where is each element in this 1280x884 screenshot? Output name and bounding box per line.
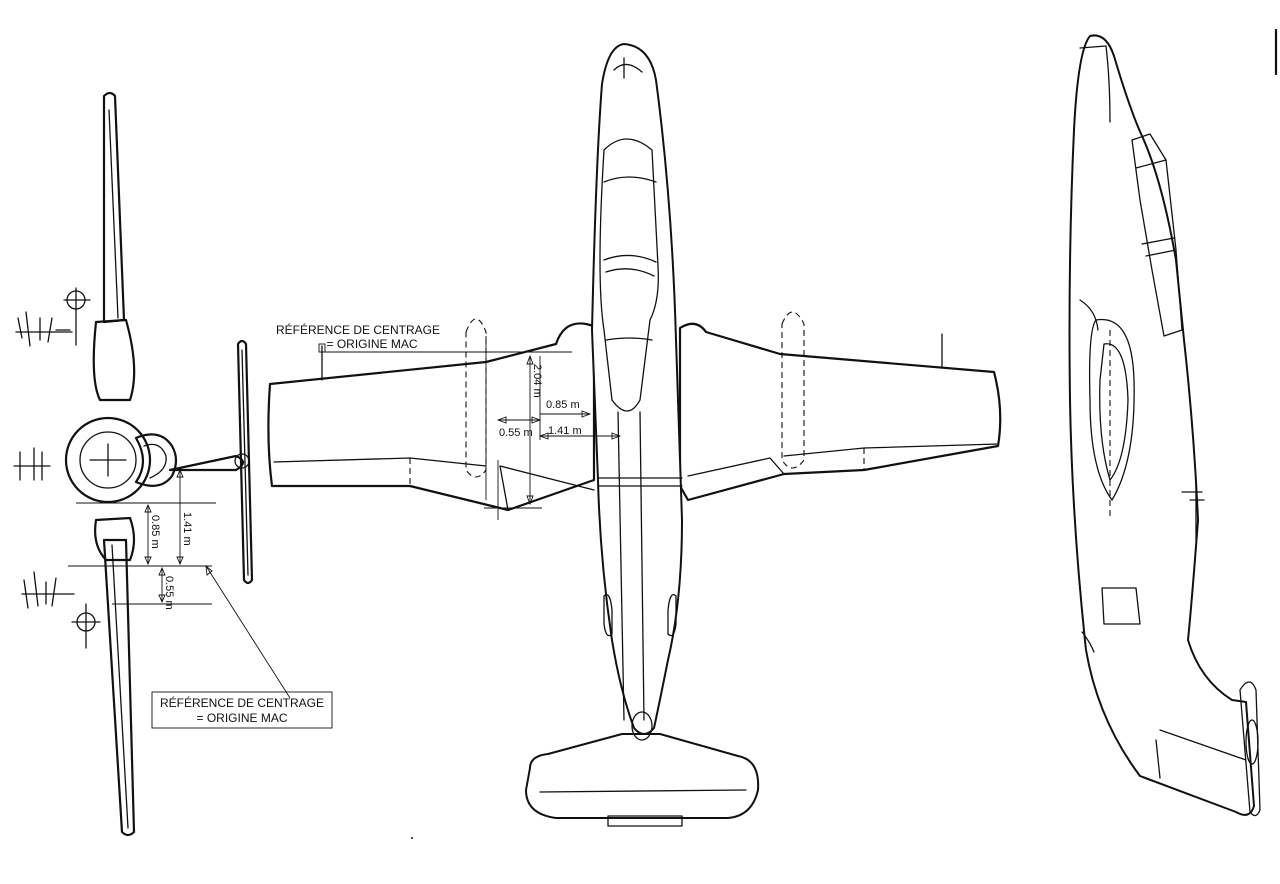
plan-dim-chord: 2.04 m bbox=[531, 364, 543, 398]
plan-view-tailplane bbox=[525, 733, 760, 819]
side-view-fin bbox=[1239, 681, 1261, 817]
centrage-callout-box: RÉFÉRENCE DE CENTRAGE = ORIGINE MAC bbox=[151, 691, 333, 729]
front-view-fin bbox=[236, 339, 254, 585]
front-view-gear-lower bbox=[21, 571, 101, 649]
plan-view-left-wing bbox=[267, 322, 596, 512]
plan-dim-055: 0.55 m bbox=[499, 427, 533, 439]
front-view: 0.85 m 1.41 m 0.55 m bbox=[13, 91, 291, 837]
front-dim-085: 0.85 m bbox=[149, 515, 161, 549]
front-view-tailplane bbox=[168, 454, 245, 472]
front-view-fuselage bbox=[64, 416, 152, 504]
side-view-fuselage bbox=[1068, 34, 1255, 816]
plan-view-right-pod bbox=[781, 311, 805, 469]
plan-view-fuselage bbox=[591, 43, 683, 735]
plan-dim-085: 0.85 m bbox=[546, 399, 580, 411]
front-view-gear-upper bbox=[15, 287, 91, 347]
centrage-box-line2: = ORIGINE MAC bbox=[196, 711, 287, 725]
plan-dim-141: 1.41 m bbox=[548, 425, 582, 437]
plan-view: 2.04 m 0.85 m 0.55 m 1.41 m RÉFÉRENCE DE… bbox=[267, 43, 1002, 827]
plan-view-right-wing bbox=[678, 322, 1002, 502]
centrage-top-line2: = ORIGINE MAC bbox=[326, 337, 417, 351]
front-dim-141: 1.41 m bbox=[181, 512, 193, 546]
centrage-box-line1: RÉFÉRENCE DE CENTRAGE bbox=[160, 695, 324, 710]
centrage-top-line1: RÉFÉRENCE DE CENTRAGE bbox=[276, 322, 440, 337]
front-dim-055: 0.55 m bbox=[163, 576, 175, 610]
front-view-nose-gear bbox=[13, 447, 51, 481]
front-view-upper-wing bbox=[102, 91, 126, 324]
front-view-lower-wing bbox=[102, 538, 136, 837]
side-view-canopy bbox=[1131, 133, 1183, 337]
plan-view-canopy bbox=[599, 138, 659, 412]
side-view bbox=[1068, 28, 1278, 817]
plan-view-left-pod bbox=[465, 318, 487, 478]
